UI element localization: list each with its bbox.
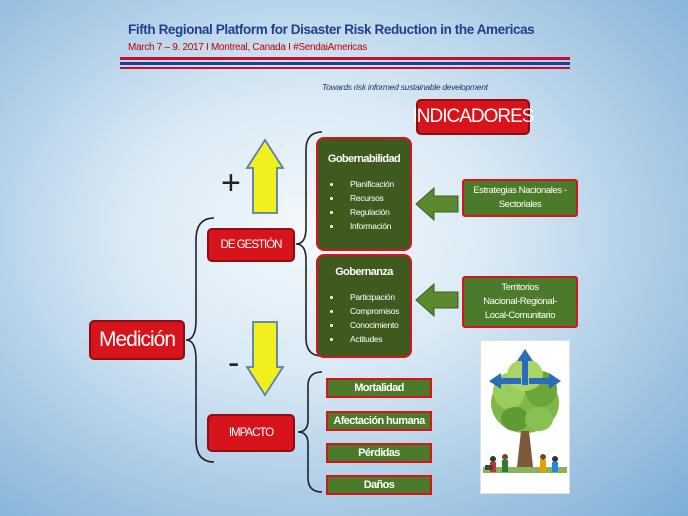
bracket-gestion: [295, 131, 323, 357]
impact-mortalidad: Mortalidad: [326, 378, 432, 398]
impacto-box: IMPACTO: [207, 414, 295, 452]
list-item: Regulación: [342, 207, 410, 217]
de-gestion-label: DE GESTIÓN: [220, 239, 283, 251]
up-arrow: [245, 138, 285, 214]
left-arrow-estrategias: [415, 186, 459, 222]
list-item: Compromisos: [342, 306, 410, 316]
minus-sign: -: [228, 344, 240, 382]
indicadores-label: INDICADORES: [412, 106, 535, 127]
gobernabilidad-list: Planificación Recursos Regulación Inform…: [318, 179, 410, 231]
gobernanza-title: Gobernanza: [335, 266, 393, 278]
estrategias-line-2: Sectoriales: [498, 199, 542, 210]
list-item: Actitudes: [342, 334, 410, 344]
estrategias-line-1: Estrategias Nacionales -: [473, 184, 567, 196]
left-arrow-territorios: [415, 282, 459, 318]
impact-danos: Daños: [326, 475, 432, 495]
bracket-impacto: [297, 371, 323, 493]
gobernabilidad-panel: Gobernabilidad Planificación Recursos Re…: [316, 137, 412, 251]
indicadores-box: INDICADORES: [413, 99, 534, 135]
plus-sign: +: [221, 164, 241, 202]
list-item: Planificación: [342, 179, 410, 189]
list-item: Información: [342, 221, 410, 231]
header-subtitle: March 7 – 9. 2017 I Montreal, Canada I #…: [128, 42, 367, 53]
territorios-box: Territorios Nacional-Regional- Local-Com…: [462, 276, 578, 328]
tree-illustration-svg: [483, 349, 567, 473]
header-title: Fifth Regional Platform for Disaster Ris…: [128, 22, 535, 37]
medicion-box: Medición: [89, 320, 185, 360]
impact-perdidas: Pérdidas: [326, 443, 432, 463]
impacto-label: IMPACTO: [228, 427, 274, 439]
header-rule-mid: [120, 62, 570, 65]
list-item: Conocimiento: [342, 320, 410, 330]
territorios-line-3: Local-Comunitario: [484, 309, 556, 321]
list-item: Recursos: [342, 193, 410, 203]
medicion-label: Medición: [98, 328, 176, 351]
impact-afectacion-humana: Afectación humana: [326, 411, 432, 431]
tagline: Towards risk informed sustainable develo…: [322, 82, 488, 92]
territorios-line-2: Nacional-Regional-: [483, 296, 557, 308]
tree-illustration: [480, 340, 570, 494]
gobernanza-list: Participación Compromisos Conocimiento A…: [318, 292, 410, 344]
gobernabilidad-title: Gobernabilidad: [327, 153, 401, 165]
de-gestion-box: DE GESTIÓN: [207, 228, 295, 262]
gobernanza-panel: Gobernanza Participación Compromisos Con…: [316, 254, 412, 358]
estrategias-box: Estrategias Nacionales - Sectoriales: [462, 179, 578, 217]
header-rule-top: [120, 57, 570, 60]
header-rule-bottom: [120, 67, 570, 69]
bracket-medicion: [185, 217, 215, 463]
down-arrow: [245, 321, 285, 397]
territorios-line-1: Territorios: [501, 282, 539, 294]
list-item: Participación: [342, 292, 410, 302]
